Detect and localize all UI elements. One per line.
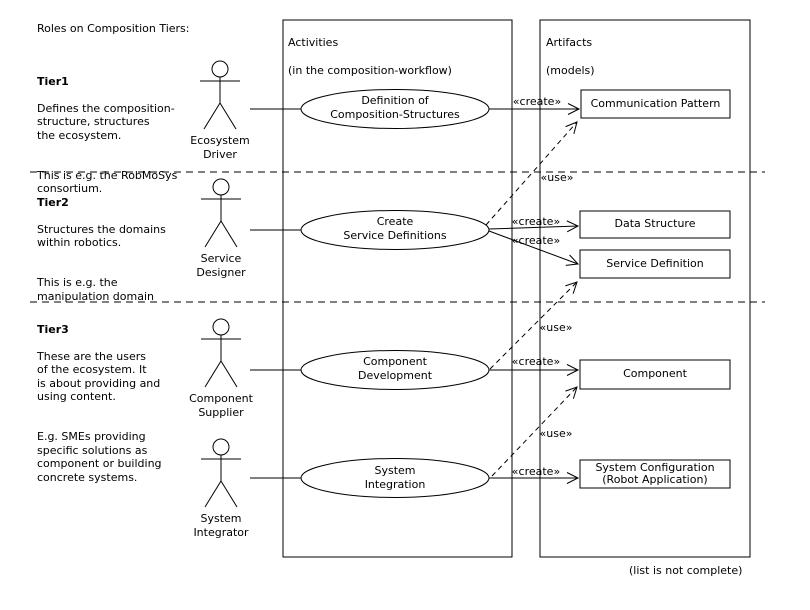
artifact-label-data-structure: Data Structure	[614, 217, 696, 231]
actor-label-ecosystem-driver: Ecosystem Driver	[190, 134, 250, 161]
actor-label-system-integrator: System Integrator	[193, 512, 249, 539]
use-arrow-system-integration-to-component	[491, 386, 578, 477]
activities-column-header: Activities (in the composition-workflow)	[288, 22, 452, 92]
ecosystem-driver-actor-icon	[200, 60, 240, 130]
artifacts-column-title: Artifacts	[546, 36, 593, 49]
component-supplier-actor-icon	[201, 318, 241, 388]
create-stereotype-tier1: «create»	[512, 95, 562, 108]
create-stereotype-system-configuration: «create»	[511, 465, 561, 478]
actor-label-service-designer: Service Designer	[196, 252, 246, 279]
component-box	[579, 359, 731, 390]
artifact-label-communication-pattern: Communication Pattern	[590, 96, 721, 110]
activity-label-component-development: Component Development	[357, 355, 433, 382]
create-stereotype-service-definition: «create»	[511, 234, 561, 247]
create-stereotype-data-structure: «create»	[511, 215, 561, 228]
tier3-note: E.g. SMEs providing specific solutions a…	[37, 430, 162, 484]
tier2-description: Structures the domains within robotics.	[37, 222, 166, 250]
artifacts-column-header: Artifacts (models)	[546, 22, 595, 92]
activities-column-subtitle: (in the composition-workflow)	[288, 64, 452, 77]
tier3-label: Tier3	[37, 322, 69, 336]
tier1-section: Tier1 Defines the composition- structure…	[37, 61, 237, 209]
activity-label-system-integration: System Integration	[364, 464, 426, 491]
system-configuration-box	[579, 459, 731, 489]
tier3-section: Tier3 These are the users of the ecosyst…	[37, 309, 237, 498]
tier3-description: These are the users of the ecosystem. It…	[37, 349, 161, 404]
use-stereotype-component: «use»	[539, 427, 573, 440]
service-definition-box	[579, 249, 731, 279]
tier2-note: This is e.g. the manipulation domain	[37, 276, 154, 303]
use-stereotype-service-definition: «use»	[539, 321, 573, 334]
use-arrow-service-defs-to-communication-pattern	[485, 121, 578, 226]
activity-label-create-service-definitions: Create Service Definitions	[343, 215, 447, 242]
page-title: Roles on Composition Tiers:	[37, 22, 190, 35]
communication-pattern-box	[580, 89, 731, 119]
footnote: (list is not complete)	[629, 564, 743, 577]
activity-label-definition-of-composition-structures: Definition of Composition-Structures	[330, 94, 460, 121]
tier2-section: Tier2 Structures the domains within robo…	[37, 182, 237, 317]
actor-label-component-supplier: Component Supplier	[189, 392, 253, 419]
create-arrow-service-defs-to-service-definition	[488, 230, 580, 266]
tier1-label: Tier1	[37, 74, 69, 88]
artifact-label-component: Component	[623, 367, 687, 381]
create-stereotype-component: «create»	[511, 355, 561, 368]
service-designer-actor-icon	[201, 178, 241, 248]
use-arrow-component-dev-to-service-definition	[489, 281, 578, 370]
tier1-description: Defines the composition- structure, stru…	[37, 101, 175, 142]
artifact-label-service-definition: Service Definition	[606, 256, 704, 270]
activities-column-title: Activities	[288, 36, 339, 49]
artifacts-column-subtitle: (models)	[546, 64, 595, 77]
tier2-label: Tier2	[37, 195, 69, 209]
data-structure-box	[579, 210, 731, 239]
create-arrow-service-defs-to-data-structure	[488, 220, 580, 233]
tier1-note: This is e.g. the RobMoSys consortium.	[37, 168, 178, 196]
artifacts-column-box	[539, 19, 751, 558]
system-integrator-actor-icon	[201, 438, 241, 508]
artifact-label-system-configuration: System Configuration (Robot Application)	[595, 460, 715, 486]
use-stereotype-communication-pattern: «use»	[540, 171, 574, 184]
activities-column-box	[282, 19, 513, 558]
